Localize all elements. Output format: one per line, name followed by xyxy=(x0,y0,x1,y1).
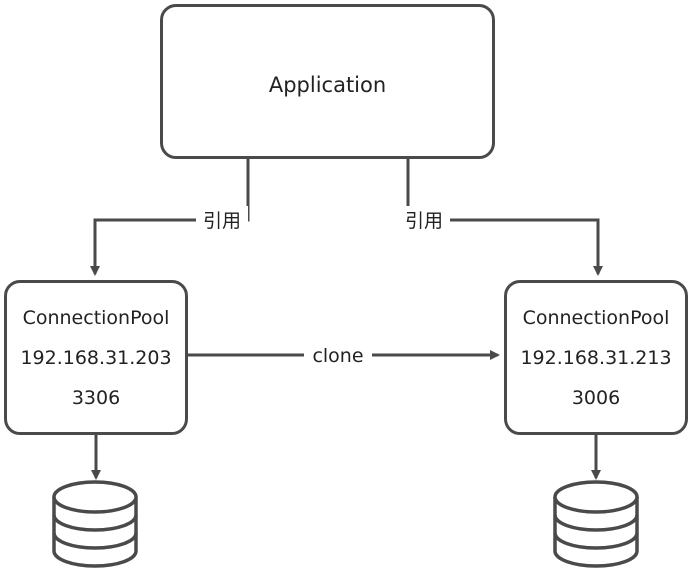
pool-ip: 192.168.31.213 xyxy=(520,347,672,369)
database-icon xyxy=(52,480,138,568)
ref-connector-right xyxy=(406,159,603,276)
application-box: Application xyxy=(160,4,495,159)
application-label: Application xyxy=(268,73,387,97)
pool-port: 3006 xyxy=(571,387,621,409)
pool-name: ConnectionPool xyxy=(522,307,670,329)
ref-label-right: 引用 xyxy=(405,210,443,232)
ref-label-left-bg xyxy=(196,206,248,234)
clone-label: clone xyxy=(312,345,363,367)
pool-name: ConnectionPool xyxy=(22,307,170,329)
connection-pool-clone: ConnectionPool 192.168.31.213 3006 xyxy=(504,280,688,435)
ref-label-left: 引用 xyxy=(203,210,241,232)
database-icon xyxy=(553,480,639,568)
pool-ip: 192.168.31.203 xyxy=(20,347,172,369)
ref-connector-left xyxy=(90,159,250,276)
connection-pool-source: ConnectionPool 192.168.31.203 3306 xyxy=(4,280,188,435)
ref-label-right-bg xyxy=(398,206,450,234)
clone-label-bg xyxy=(304,342,372,368)
pool-port: 3306 xyxy=(71,387,121,409)
